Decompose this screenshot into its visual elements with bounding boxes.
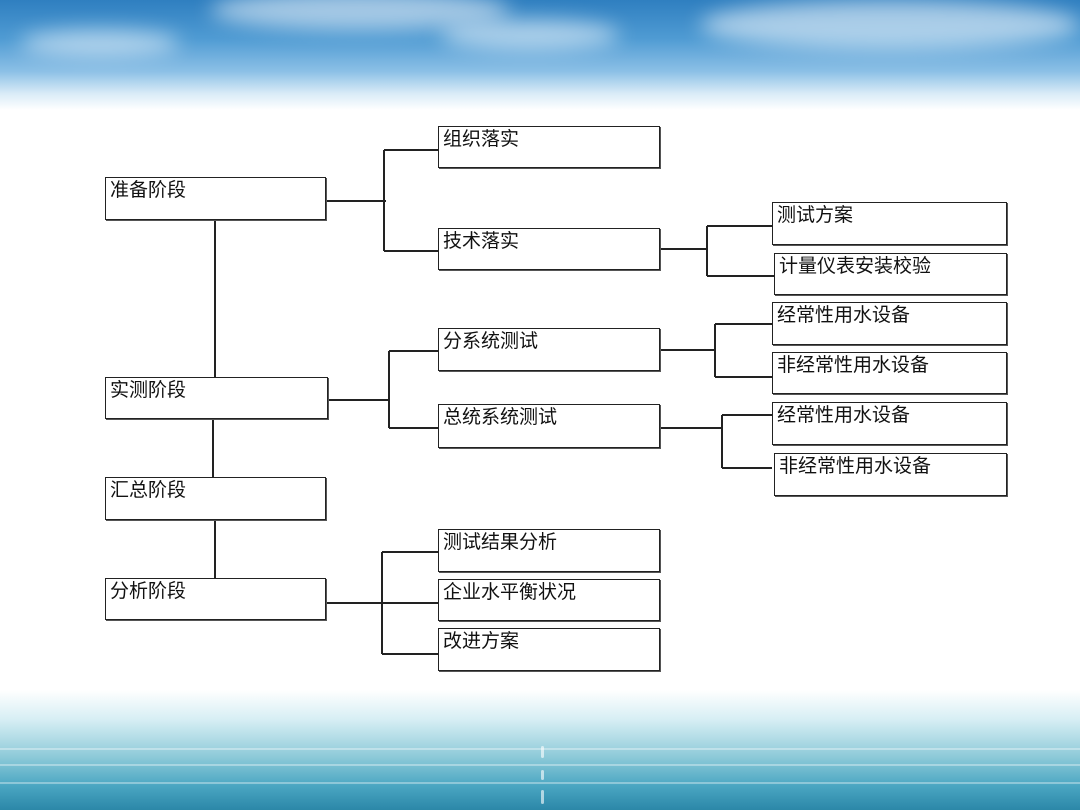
subsystem-test-node: 分系统测试: [438, 328, 660, 371]
total-system-test-node: 总统系统测试: [438, 404, 660, 448]
stage-analysis-node: 分析阶段: [105, 578, 326, 620]
meter-install-node: 计量仪表安装校验: [774, 253, 1007, 295]
organization-node: 组织落实: [438, 126, 660, 168]
stage-prep-node: 准备阶段: [105, 177, 326, 220]
sky-background: [0, 0, 1080, 110]
technical-node: 技术落实: [438, 228, 660, 270]
test-plan-node: 测试方案: [772, 202, 1007, 245]
total-regular-equipment-node: 经常性用水设备: [772, 402, 1007, 445]
total-irregular-equipment-node: 非经常性用水设备: [774, 453, 1007, 496]
subsystem-irregular-equipment-node: 非经常性用水设备: [772, 352, 1007, 394]
results-analysis-node: 测试结果分析: [438, 529, 660, 572]
subsystem-regular-equipment-node: 经常性用水设备: [772, 302, 1007, 345]
water-balance-node: 企业水平衡状况: [438, 579, 660, 621]
improvement-plan-node: 改进方案: [438, 628, 660, 671]
water-background: [0, 690, 1080, 810]
stage-measure-node: 实测阶段: [105, 377, 328, 419]
stage-summary-node: 汇总阶段: [105, 477, 326, 520]
